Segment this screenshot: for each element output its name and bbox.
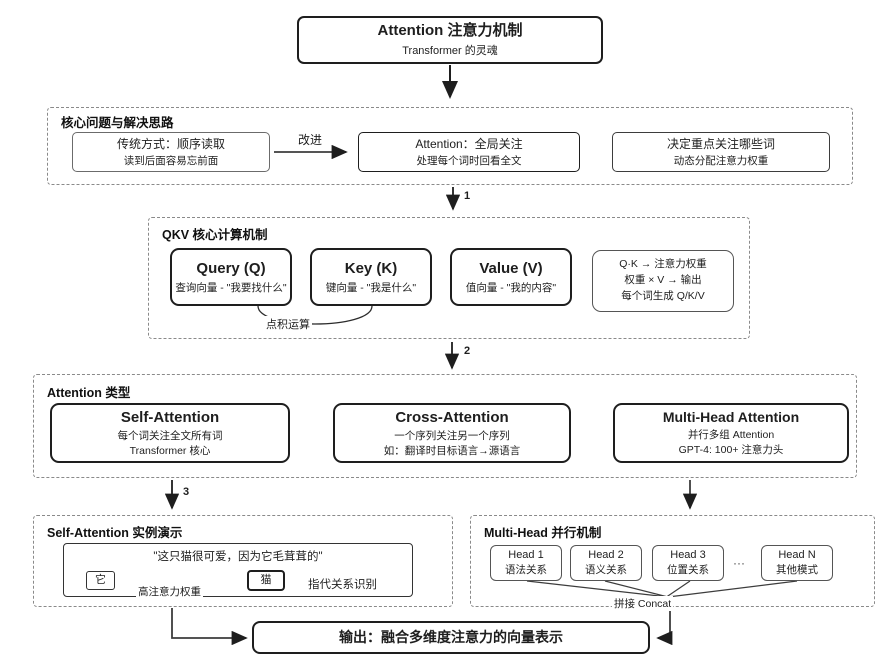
head-3-title: Head 3 xyxy=(670,549,706,562)
section-demo xyxy=(33,515,453,607)
traditional-line1: 传统方式：顺序读取 xyxy=(116,137,225,152)
attention-global-line1: Attention：全局关注 xyxy=(415,137,523,152)
section-multihead-label: Multi-Head 并行机制 xyxy=(484,526,602,540)
multi-head-line2: GPT-4: 100+ 注意力头 xyxy=(678,444,784,457)
high-weight-label: 高注意力权重 xyxy=(136,584,203,599)
self-attention-box: Self-Attention 每个词关注全文所有词 Transformer 核心 xyxy=(50,403,290,463)
token-cat: 猫 xyxy=(260,574,272,587)
cross-attention-line1: 一个序列关注另一个序列 xyxy=(394,429,510,442)
value-title: Value (V) xyxy=(479,260,543,278)
formula-line1: Q·K → 注意力权重 xyxy=(619,258,707,271)
self-attention-line1: 每个词关注全文所有词 xyxy=(117,429,223,442)
key-subtitle: 键向量 - "我是什么" xyxy=(325,281,417,294)
attention-global-box: Attention：全局关注 处理每个词时回看全文 xyxy=(358,132,580,172)
head-n-subtitle: 其他模式 xyxy=(776,564,818,577)
key-box: Key (K) 键向量 - "我是什么" xyxy=(310,248,432,306)
traditional-line2: 读到后面容易忘前面 xyxy=(123,154,219,167)
multi-head-title: Multi-Head Attention xyxy=(662,409,800,426)
query-title: Query (Q) xyxy=(196,260,266,278)
formula-line2: 权重 × V → 输出 xyxy=(624,274,702,287)
multi-head-line1: 并行多组 Attention xyxy=(687,429,775,442)
decide-line2: 动态分配注意力权重 xyxy=(673,154,769,167)
head-1-title: Head 1 xyxy=(508,549,544,562)
formula-line3: 每个词生成 Q/K/V xyxy=(621,289,705,302)
diagram-subtitle: Transformer 的灵魂 xyxy=(402,44,498,57)
step-3-label: 3 xyxy=(183,486,190,498)
section-types-label: Attention 类型 xyxy=(47,386,131,400)
arrow-demo-to-output xyxy=(171,608,248,646)
step-2-label: 2 xyxy=(464,345,471,357)
concat-label: 拼接 Concat xyxy=(612,596,674,611)
decide-line1: 决定重点关注哪些词 xyxy=(666,137,775,152)
section-problem-label: 核心问题与解决思路 xyxy=(61,116,174,130)
head-2-subtitle: 语义关系 xyxy=(585,564,627,577)
section-problem xyxy=(47,107,853,185)
head-n-box: Head N 其他模式 xyxy=(761,545,833,581)
attention-global-line2: 处理每个词时回看全文 xyxy=(416,154,522,167)
arrow-concat-to-output xyxy=(656,609,673,646)
heads-ellipsis: ··· xyxy=(733,556,745,570)
step-1-label: 1 xyxy=(464,190,471,202)
self-attention-line2: Transformer 核心 xyxy=(129,445,211,458)
cross-attention-line2: 如：翻译时目标语言→源语言 xyxy=(383,445,521,458)
section-qkv xyxy=(148,217,750,339)
traditional-way-box: 传统方式：顺序读取 读到后面容易忘前面 xyxy=(72,132,270,172)
head-1-subtitle: 语法关系 xyxy=(505,564,547,577)
self-attention-title: Self-Attention xyxy=(120,408,220,426)
multi-head-attention-box: Multi-Head Attention 并行多组 Attention GPT-… xyxy=(613,403,849,463)
head-3-box: Head 3 位置关系 xyxy=(652,545,724,581)
value-box: Value (V) 值向量 - "我的内容" xyxy=(450,248,572,306)
token-it: 它 xyxy=(95,574,106,587)
section-qkv-label: QKV 核心计算机制 xyxy=(162,228,268,242)
demo-sentence-box: "这只猫很可爱，因为它毛茸茸的" xyxy=(63,543,413,597)
head-3-subtitle: 位置关系 xyxy=(667,564,709,577)
value-subtitle: 值向量 - "我的内容" xyxy=(465,281,557,294)
title-box: Attention 注意力机制 Transformer 的灵魂 xyxy=(297,16,603,64)
improve-arrow-label: 改进 xyxy=(296,131,325,148)
query-box: Query (Q) 查询向量 - "我要找什么" xyxy=(170,248,292,306)
head-n-title: Head N xyxy=(778,549,816,562)
cross-attention-title: Cross-Attention xyxy=(395,408,509,426)
section-demo-label: Self-Attention 实例演示 xyxy=(47,526,183,540)
decide-focus-box: 决定重点关注哪些词 动态分配注意力权重 xyxy=(612,132,830,172)
section-types xyxy=(33,374,857,478)
relation-label: 指代关系识别 xyxy=(308,579,377,591)
head-2-box: Head 2 语义关系 xyxy=(570,545,642,581)
token-cat-box: 猫 xyxy=(247,570,285,591)
dot-product-label: 点积运算 xyxy=(264,316,312,332)
key-title: Key (K) xyxy=(344,260,398,278)
token-it-box: 它 xyxy=(86,571,115,590)
output-box: 输出：融合多维度注意力的向量表示 xyxy=(252,621,650,654)
qkv-formula-box: Q·K → 注意力权重 权重 × V → 输出 每个词生成 Q/K/V xyxy=(592,250,734,312)
demo-sentence: "这只猫很可爱，因为它毛茸茸的" xyxy=(153,551,323,563)
output-label: 输出：融合多维度注意力的向量表示 xyxy=(339,629,563,646)
query-subtitle: 查询向量 - "我要找什么" xyxy=(175,281,287,294)
head-1-box: Head 1 语法关系 xyxy=(490,545,562,581)
cross-attention-box: Cross-Attention 一个序列关注另一个序列 如：翻译时目标语言→源语… xyxy=(333,403,571,463)
head-2-title: Head 2 xyxy=(588,549,624,562)
diagram-title: Attention 注意力机制 xyxy=(377,22,523,40)
